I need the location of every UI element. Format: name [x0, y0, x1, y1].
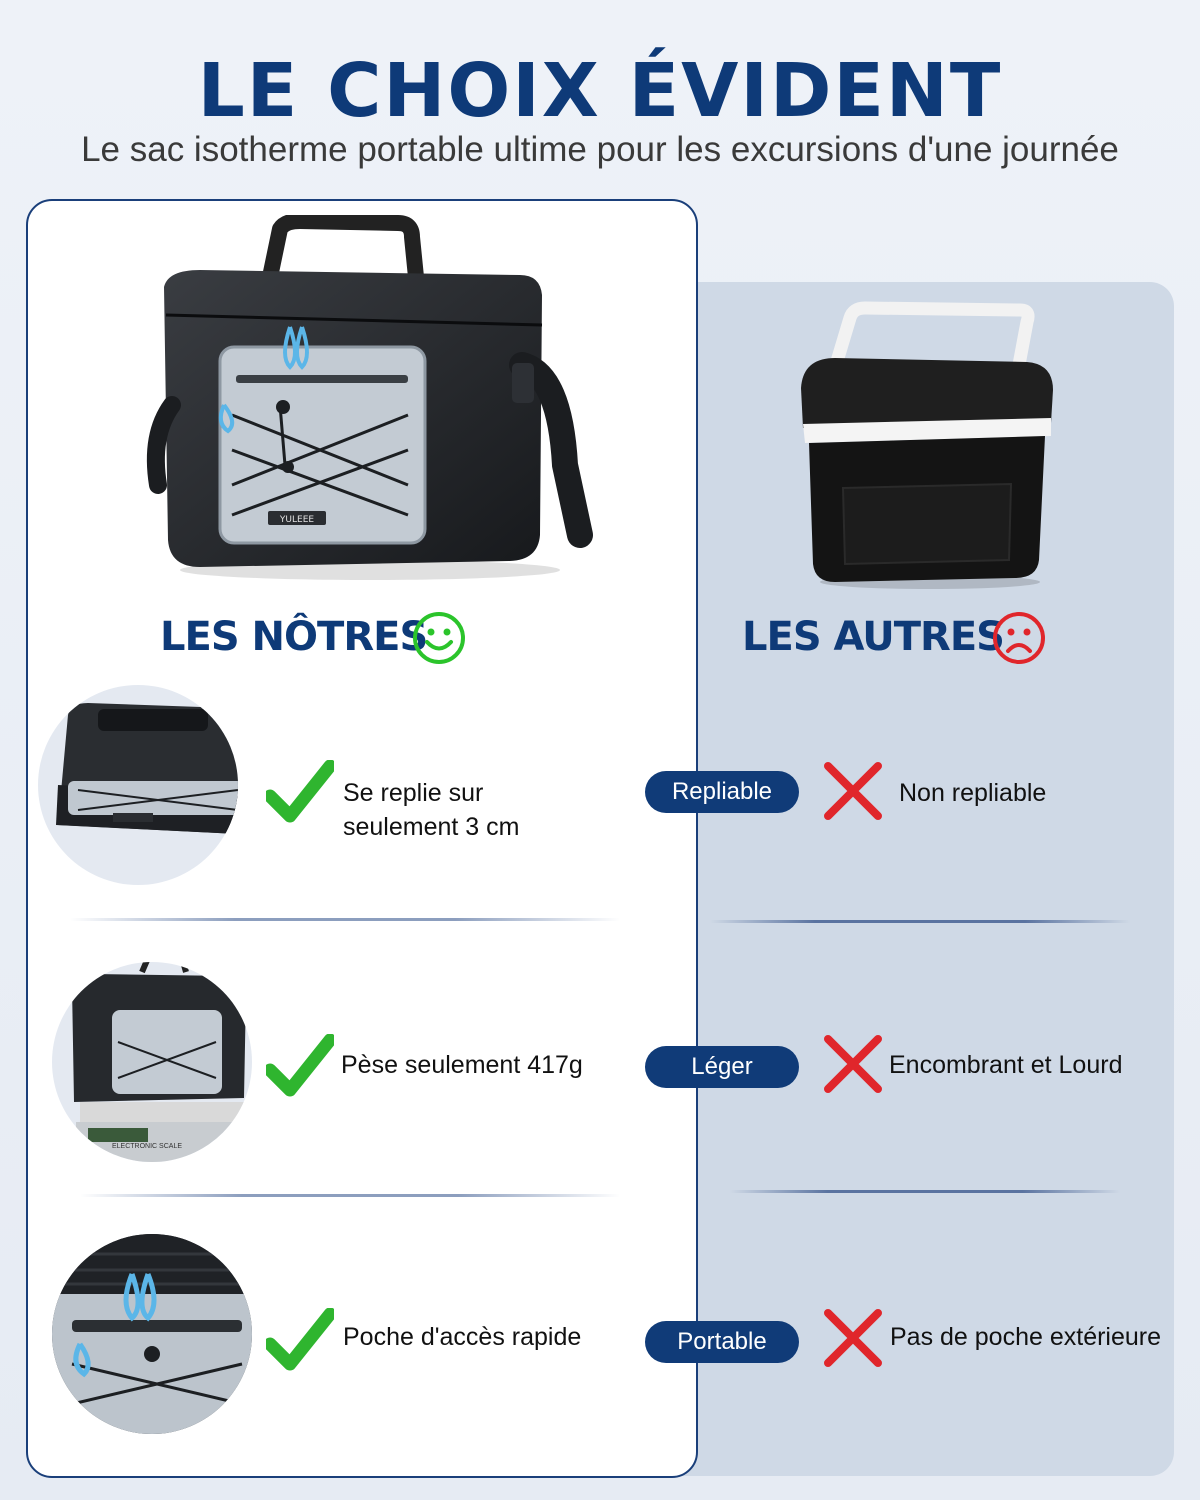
check-mark-icon	[266, 1308, 334, 1371]
divider	[80, 1194, 620, 1197]
divider	[70, 918, 620, 921]
check-mark-icon	[266, 760, 334, 823]
cross-mark-icon	[824, 1309, 882, 1367]
ours-heading: LES NÔTRES	[160, 614, 428, 660]
smile-face-icon	[413, 612, 465, 664]
soft-cooler-bag-image: YULEEE	[146, 215, 593, 580]
others-feature-1: Non repliable	[899, 779, 1047, 807]
check-mark-icon	[266, 1034, 334, 1097]
bag-on-scale-photo	[52, 962, 252, 1162]
hard-cooler-image	[801, 301, 1053, 589]
ours-feature-1: Se replie sur seulement 3 cm	[343, 779, 520, 841]
folded-bag-photo	[38, 685, 238, 885]
cross-mark-icon	[824, 762, 882, 820]
pill-portable: Portable	[645, 1321, 799, 1363]
divider	[710, 920, 1130, 923]
brand-label: YULEEE	[279, 515, 314, 525]
pill-leger: Léger	[645, 1046, 799, 1088]
pill-repliable: Repliable	[645, 771, 799, 813]
cross-mark-icon	[824, 1035, 882, 1093]
ours-feature-3: Poche d'accès rapide	[343, 1323, 582, 1351]
scale-label: ELECTRONIC SCALE	[112, 1143, 183, 1150]
divider	[730, 1190, 1120, 1193]
others-feature-3: Pas de poche extérieure	[890, 1323, 1162, 1351]
others-feature-2: Encombrant et Lourd	[889, 1051, 1123, 1079]
quick-pocket-photo	[52, 1234, 252, 1434]
frown-face-icon	[993, 612, 1045, 664]
page-subtitle: Le sac isotherme portable ultime pour le…	[81, 130, 1119, 169]
others-heading: LES AUTRES	[742, 614, 1005, 660]
ours-feature-2: Pèse seulement 417g	[341, 1051, 583, 1079]
page-title: LE CHOIX ÉVIDENT	[197, 48, 1003, 134]
